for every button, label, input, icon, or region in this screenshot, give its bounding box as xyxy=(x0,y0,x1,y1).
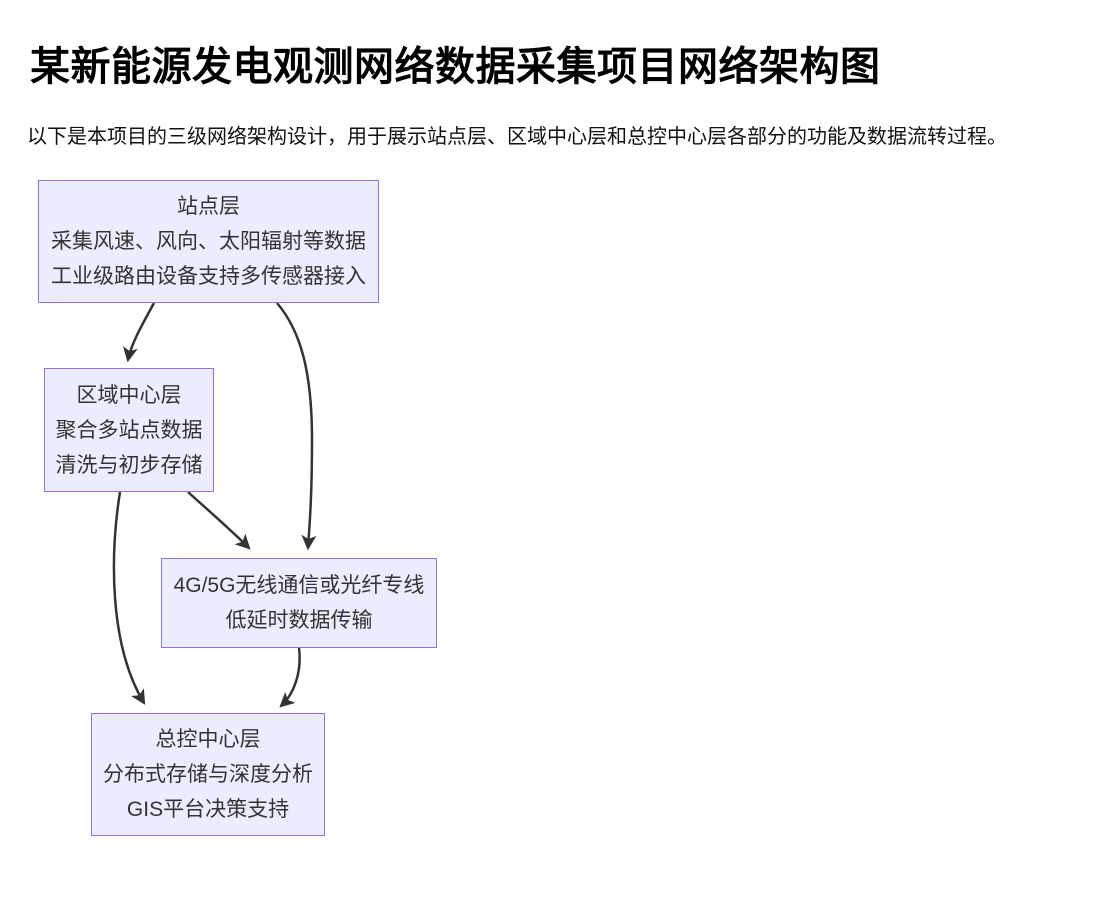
edge-site-to-regional xyxy=(122,302,156,363)
edge-regional-to-central xyxy=(112,491,146,705)
node-comms-link: 4G/5G无线通信或光纤专线 低延时数据传输 xyxy=(161,558,437,648)
node-regional-center-layer: 区域中心层 聚合多站点数据 清洗与初步存储 xyxy=(44,368,214,492)
edge-regional-to-comms xyxy=(187,491,251,550)
node-line: 聚合多站点数据 xyxy=(55,418,203,442)
node-line: GIS平台决策支持 xyxy=(126,798,290,821)
node-line: 采集风速、风向、太阳辐射等数据 xyxy=(51,230,366,253)
node-line: 清洗与初步存储 xyxy=(55,453,203,477)
page-title: 某新能源发电观测网络数据采集项目网络架构图 xyxy=(30,44,881,89)
node-site-layer: 站点层 采集风速、风向、太阳辐射等数据 工业级路由设备支持多传感器接入 xyxy=(38,180,379,303)
node-line: 低延时数据传输 xyxy=(225,609,373,632)
page-description: 以下是本项目的三级网络架构设计，用于展示站点层、区域中心层和总控中心层各部分的功… xyxy=(27,126,1007,148)
node-line: 分布式存储与深度分析 xyxy=(103,763,313,786)
node-title: 总控中心层 xyxy=(155,728,261,751)
node-line: 工业级路由设备支持多传感器接入 xyxy=(51,265,366,288)
node-title: 区域中心层 xyxy=(76,383,182,407)
edge-comms-to-central xyxy=(279,647,301,708)
edge-site-to-comms xyxy=(276,302,317,551)
node-title: 站点层 xyxy=(177,195,240,218)
node-central-control-layer: 总控中心层 分布式存储与深度分析 GIS平台决策支持 xyxy=(91,713,325,836)
node-title: 4G/5G无线通信或光纤专线 xyxy=(173,574,425,597)
